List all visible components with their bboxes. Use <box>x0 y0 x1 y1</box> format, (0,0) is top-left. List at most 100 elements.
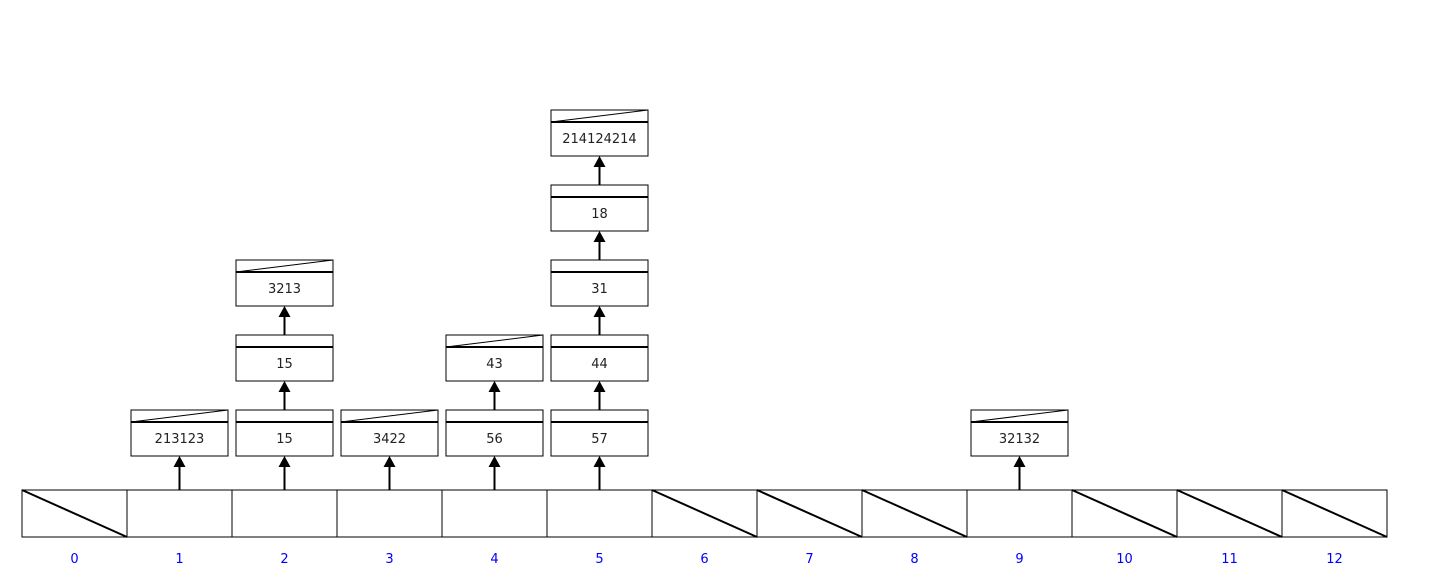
null-pointer-slash <box>861 489 968 538</box>
node-value: 31 <box>591 282 608 297</box>
node-value: 18 <box>591 207 608 222</box>
bucket-3 <box>336 489 443 538</box>
bucket-10 <box>1071 489 1178 538</box>
arrow-head-icon <box>173 456 186 467</box>
node-value: 3213 <box>268 282 301 297</box>
bucket-11 <box>1176 489 1283 538</box>
bucket-index-label: 2 <box>280 552 288 567</box>
node-box <box>445 334 544 382</box>
bucket-index-label: 10 <box>1116 552 1133 567</box>
bucket-cell <box>441 489 548 538</box>
null-pointer-slash <box>1071 489 1178 538</box>
node-next-arrow <box>593 231 606 260</box>
bucket-index-label: 7 <box>805 552 813 567</box>
bucket-index-label: 0 <box>70 552 78 567</box>
list-node: 44 <box>550 334 649 382</box>
node-box <box>550 259 649 307</box>
node-next-arrow <box>278 306 291 335</box>
node-value: 56 <box>486 432 503 447</box>
node-value: 15 <box>276 357 293 372</box>
list-node: 15 <box>235 409 334 457</box>
list-node: 56 <box>445 409 544 457</box>
arrow-head-icon <box>1013 456 1026 467</box>
node-null-slash <box>130 409 229 423</box>
bucket-index-label: 11 <box>1221 552 1238 567</box>
node-value: 43 <box>486 357 503 372</box>
arrow-head-icon <box>278 456 291 467</box>
bucket-5 <box>546 489 653 538</box>
arrow-head-icon <box>488 456 501 467</box>
arrow-head-icon <box>593 306 606 317</box>
arrow-head-icon <box>278 381 291 392</box>
node-null-slash <box>970 409 1069 423</box>
list-node: 3213 <box>235 259 334 307</box>
bucket-index-label: 3 <box>385 552 393 567</box>
node-null-slash <box>340 409 439 423</box>
null-pointer-slash <box>756 489 863 538</box>
bucket-9 <box>966 489 1073 538</box>
node-next-arrow <box>593 381 606 410</box>
arrow-head-icon <box>593 456 606 467</box>
bucket-2 <box>231 489 338 538</box>
node-box <box>550 409 649 457</box>
node-value: 32132 <box>999 432 1040 447</box>
node-value: 213123 <box>155 432 205 447</box>
list-node: 57 <box>550 409 649 457</box>
node-box <box>340 409 439 457</box>
node-box <box>130 409 229 457</box>
node-box <box>235 259 334 307</box>
bucket-6 <box>651 489 758 538</box>
nodes-layer: 213123 15 15 3213 3422 56 43 57 44 31 18 214124214 3… <box>130 109 1069 457</box>
node-box <box>235 334 334 382</box>
list-node: 213123 <box>130 409 229 457</box>
node-box <box>550 334 649 382</box>
bucket-index-label: 6 <box>700 552 708 567</box>
bucket-4 <box>441 489 548 538</box>
arrow-head-icon <box>593 156 606 167</box>
node-value: 44 <box>591 357 608 372</box>
list-node: 31 <box>550 259 649 307</box>
list-node: 214124214 <box>550 109 649 157</box>
node-value: 214124214 <box>562 132 636 147</box>
bucket-cell <box>126 489 233 538</box>
list-node: 43 <box>445 334 544 382</box>
null-pointer-slash <box>651 489 758 538</box>
bucket-index-label: 9 <box>1015 552 1023 567</box>
node-next-arrow <box>488 381 501 410</box>
arrow-head-icon <box>488 381 501 392</box>
node-box <box>970 409 1069 457</box>
arrow-head-icon <box>593 381 606 392</box>
list-node: 32132 <box>970 409 1069 457</box>
null-pointer-slash <box>21 489 128 538</box>
null-pointer-slash <box>1281 489 1388 538</box>
null-pointer-slash <box>1176 489 1283 538</box>
bucket-cell <box>336 489 443 538</box>
bucket-index-label: 1 <box>175 552 183 567</box>
node-null-slash <box>550 109 649 123</box>
list-node: 15 <box>235 334 334 382</box>
arrow-head-icon <box>593 231 606 242</box>
bucket-index-label: 12 <box>1326 552 1343 567</box>
bucket-cell <box>231 489 338 538</box>
bucket-index-label: 4 <box>490 552 498 567</box>
node-box <box>550 109 649 157</box>
node-null-slash <box>445 334 544 348</box>
bucket-cell <box>546 489 653 538</box>
bucket-index-label: 5 <box>595 552 603 567</box>
bucket-1 <box>126 489 233 538</box>
node-value: 3422 <box>373 432 406 447</box>
bucket-7 <box>756 489 863 538</box>
list-node: 3422 <box>340 409 439 457</box>
node-box <box>550 184 649 232</box>
bucket-12 <box>1281 489 1388 538</box>
node-box <box>445 409 544 457</box>
bucket-8 <box>861 489 968 538</box>
node-next-arrow <box>593 156 606 185</box>
arrow-head-icon <box>278 306 291 317</box>
node-value: 15 <box>276 432 293 447</box>
buckets-layer <box>21 489 1388 538</box>
bucket-0 <box>21 489 128 538</box>
node-value: 57 <box>591 432 608 447</box>
node-box <box>235 409 334 457</box>
